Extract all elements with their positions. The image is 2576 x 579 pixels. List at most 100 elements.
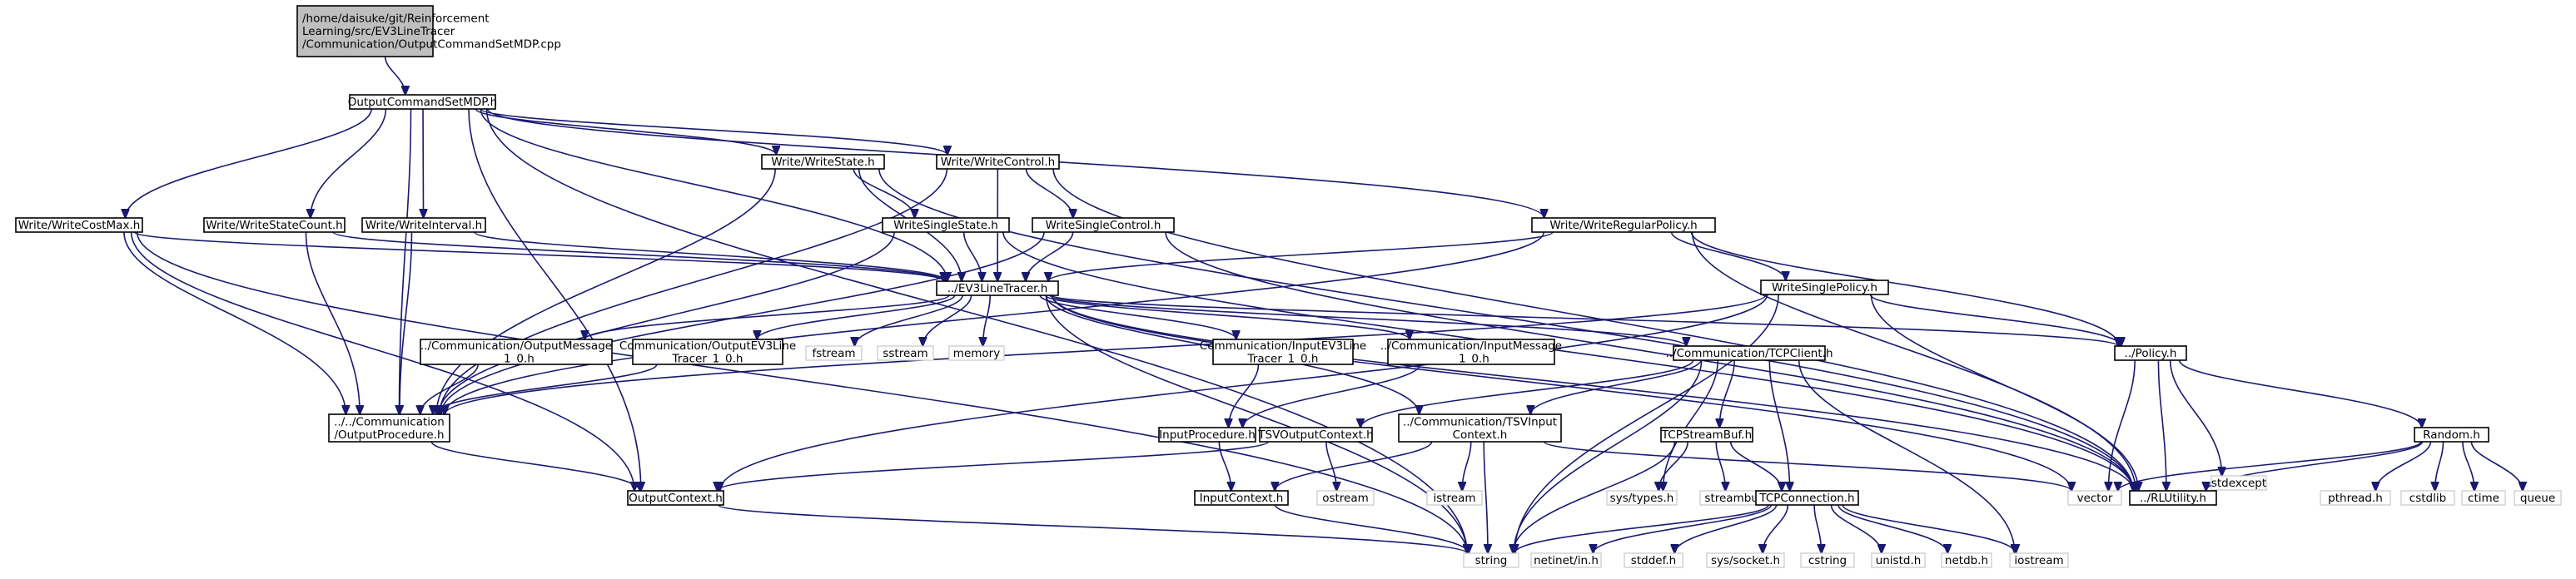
- node-box: [1530, 552, 1602, 568]
- node-label: pthread.h: [2328, 492, 2383, 505]
- node-inctx[interactable]: InputContext.h: [1194, 490, 1289, 506]
- edge-tcpclient-to-tcpsb: [1719, 359, 1735, 428]
- node-label: cstdlib: [2409, 492, 2446, 505]
- node-label: sstream: [883, 347, 927, 360]
- edge-policy-to-random: [2178, 359, 2422, 428]
- node-sstream: sstream: [877, 345, 934, 361]
- edge-tsvout-to-outctx: [718, 441, 1269, 491]
- node-wstatecount[interactable]: Write/WriteStateCount.h: [203, 217, 346, 233]
- edge-ev3-to-outmsg: [584, 294, 950, 339]
- node-label: _1_0.h: [497, 352, 535, 365]
- edge-tcpclient-to-iostream: [1798, 359, 2015, 553]
- node-tcpclient[interactable]: ../Communication/TCPClient.h: [1665, 345, 1833, 361]
- node-wregpolicy[interactable]: Write/WriteRegularPolicy.h: [1531, 217, 1716, 233]
- node-label: Write/WriteControl.h: [941, 156, 1055, 169]
- node-wsinglestate[interactable]: WriteSingleState.h: [882, 217, 1010, 233]
- node-wsinglepolicy[interactable]: WriteSinglePolicy.h: [1760, 280, 1889, 295]
- edge-wcontrol-to-rlutil: [1052, 168, 2133, 491]
- edge-wsinglepolicy-to-outctx: [720, 294, 1768, 491]
- node-box: [1387, 339, 1555, 365]
- node-rlutil[interactable]: ../RLUtility.h: [2129, 490, 2217, 506]
- node-label: ../EV3LineTracer.h: [947, 282, 1048, 295]
- node-wcontrol[interactable]: Write/WriteControl.h: [936, 154, 1060, 170]
- edge-wstate-to-wsinglestate: [853, 168, 914, 218]
- node-wsinglecontrol[interactable]: WriteSingleControl.h: [1032, 217, 1175, 233]
- node-box: [2514, 490, 2562, 506]
- node-box: [632, 339, 783, 365]
- edge-wregpolicy-to-policy: [1690, 231, 2120, 346]
- node-label: Write/WriteCostMax.h: [18, 219, 141, 232]
- node-iostream: iostream: [2009, 552, 2069, 568]
- node-label: stdexcept: [2211, 477, 2266, 490]
- node-label: cstring: [1808, 554, 1847, 567]
- edge-wcostmax-to-ev3: [133, 231, 944, 281]
- node-systypes: sys/types.h: [1606, 490, 1678, 506]
- edge-tcpconn-to-iostream: [1842, 504, 2016, 553]
- edge-wstate-to-outproc: [436, 168, 776, 414]
- node-ev3[interactable]: ../EV3LineTracer.h: [936, 280, 1059, 296]
- edge-random-to-pthread: [2375, 441, 2432, 491]
- edge-wsinglestate-to-outproc: [439, 231, 895, 414]
- node-box: [1606, 490, 1678, 506]
- node-ocsmdp[interactable]: OutputCommandSetMDP.h: [348, 94, 497, 110]
- node-outctx[interactable]: OutputContext.h: [627, 490, 724, 506]
- node-box: [2129, 490, 2217, 506]
- node-box: [420, 339, 613, 365]
- node-label: Learning/src/EV3LineTracer: [302, 25, 455, 38]
- edge-tcpconn-to-cstring: [1813, 504, 1822, 553]
- node-tcpconn[interactable]: TCPConnection.h: [1755, 490, 1859, 506]
- node-label: vector: [2077, 492, 2113, 505]
- node-label: Tracer_1_0.h: [1247, 352, 1319, 365]
- node-winterval[interactable]: Write/WriteInterval.h: [361, 217, 486, 233]
- edge-random-to-ctime: [2462, 441, 2474, 491]
- node-memory: memory: [948, 345, 1005, 361]
- node-label: OutputContext.h: [629, 492, 723, 505]
- node-tcpsb[interactable]: TCPStreamBuf.h: [1660, 427, 1753, 443]
- node-box: [2009, 552, 2069, 568]
- edge-ocsmdp-to-wstate: [475, 108, 777, 155]
- edge-wsinglestate-to-rlutil: [1002, 231, 2133, 491]
- node-label: /home/daisuke/git/Reinforcement: [302, 12, 490, 26]
- edge-tcpclient-to-systypes: [1663, 359, 1719, 491]
- node-root[interactable]: /home/daisuke/git/ReinforcementLearning/…: [296, 5, 561, 57]
- node-random[interactable]: Random.h: [2414, 427, 2489, 443]
- node-box: [349, 94, 496, 110]
- edge-tcpconn-to-stddef: [1674, 504, 1778, 553]
- edge-wsinglecontrol-to-outproc: [441, 231, 1045, 414]
- edge-tcpclient-to-tsvin: [1530, 359, 1702, 414]
- edge-wregpolicy-to-rlutil: [1691, 231, 2136, 491]
- node-box: [761, 154, 885, 170]
- node-label: OutputCommandSetMDP.h: [348, 96, 497, 109]
- node-label: istream: [1433, 492, 1475, 505]
- edge-inctx-to-string: [1274, 504, 1469, 553]
- node-outmsg[interactable]: ../Communication/OutputMessage_1_0.h: [420, 339, 613, 366]
- edge-wcostmax-to-outproc: [123, 231, 346, 414]
- edge-tcpsb-to-string: [1513, 441, 1676, 553]
- node-label: TCPStreamBuf.h: [1661, 428, 1752, 442]
- edge-ev3-to-tcpclient: [1049, 294, 1686, 346]
- node-box: [2210, 475, 2267, 491]
- node-wstate[interactable]: Write/WriteState.h: [761, 154, 885, 170]
- node-syssocket: sys/socket.h: [1706, 552, 1785, 568]
- node-inmsg[interactable]: ../Communication/InputMessage_1_0.h: [1380, 339, 1562, 366]
- node-label: InputContext.h: [1200, 492, 1284, 505]
- node-box: [1871, 552, 1926, 568]
- edge-winterval-to-ev3: [474, 231, 947, 281]
- node-box: [2320, 490, 2391, 506]
- node-label: sys/socket.h: [1711, 554, 1780, 567]
- node-box: [1706, 552, 1785, 568]
- edge-ev3-to-outev3: [757, 294, 956, 339]
- node-outproc[interactable]: ../../Communication/OutputProcedure.h: [328, 413, 450, 443]
- node-pthread: pthread.h: [2320, 490, 2391, 506]
- node-tsvout[interactable]: TSVOutputContext.h: [1257, 427, 1374, 443]
- edge-tcpclient-to-string: [1514, 359, 1703, 553]
- node-inproc[interactable]: InputProcedure.h: [1158, 427, 1256, 443]
- node-policy[interactable]: ../Policy.h: [2114, 345, 2187, 361]
- node-label: /Communication/OutputCommandSetMDP.cpp: [302, 38, 561, 52]
- node-box: [1760, 280, 1889, 295]
- node-wcostmax[interactable]: Write/WriteCostMax.h: [15, 217, 143, 233]
